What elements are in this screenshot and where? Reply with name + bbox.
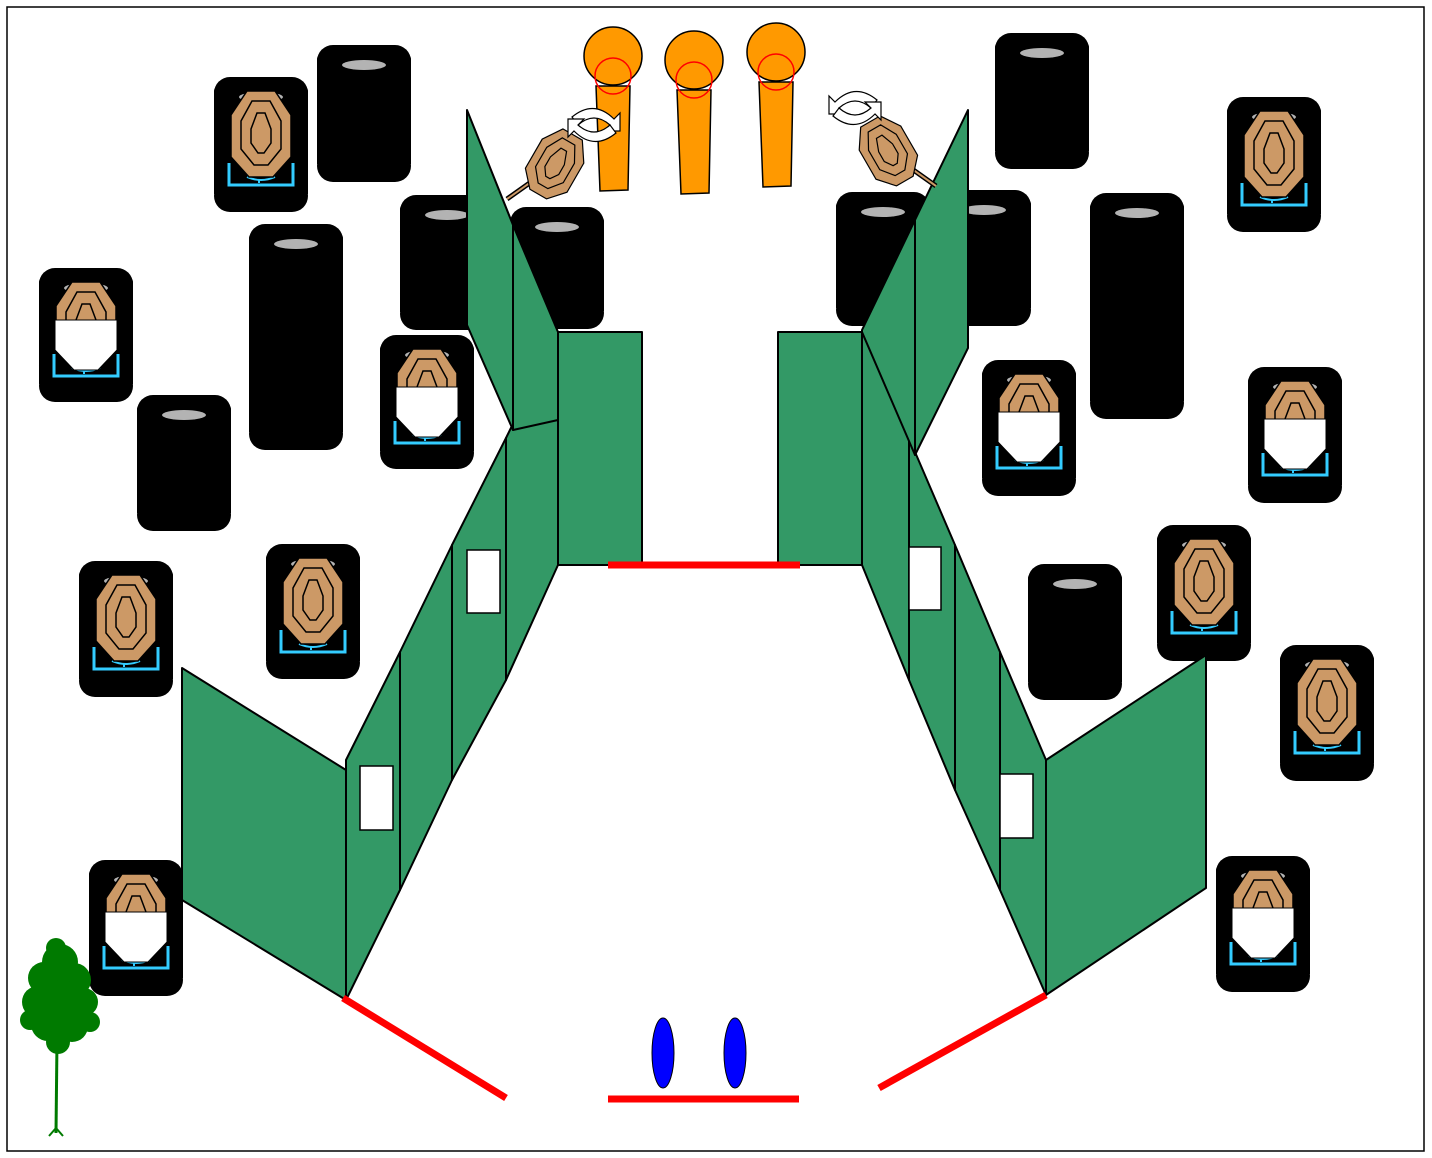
wall-right-outer: [1045, 654, 1207, 996]
tire-stack-icon: [1028, 564, 1122, 700]
paper-target-icon: [92, 574, 160, 671]
tire-stack-icon: [137, 395, 231, 531]
wall-left-back-2: [512, 224, 559, 431]
no-shoot-target: [102, 873, 170, 970]
target-stand: [393, 421, 461, 445]
no-shoot-target: [393, 348, 461, 445]
wall-right-back-2: [861, 219, 916, 456]
wall-left-outer: [181, 667, 347, 1001]
start-position-icon: [723, 1017, 747, 1089]
port-window: [466, 549, 501, 614]
wall-right-back-1: [914, 109, 969, 456]
no-shoot-icon: [104, 911, 168, 963]
stage-props: [20, 22, 1048, 1137]
target-stand: [1170, 611, 1238, 635]
no-shoot-icon: [395, 386, 459, 438]
port-window: [999, 773, 1034, 839]
target-stand: [1293, 731, 1361, 755]
paper-target-icon: [279, 557, 347, 654]
paper-target: [230, 90, 292, 178]
no-shoot-target: [1261, 380, 1329, 477]
swinger-target: [505, 107, 621, 207]
no-shoot-icon: [1231, 907, 1295, 959]
tree-icon: [20, 938, 100, 1137]
wall-right-3: [908, 437, 956, 791]
paper-target: [282, 557, 344, 645]
wall-left-2: [399, 544, 453, 891]
no-shoot-target: [1229, 869, 1297, 966]
target-stand: [995, 446, 1063, 470]
fault-line: [341, 995, 508, 1101]
paper-target: [1296, 658, 1358, 746]
swinger-arrow-icon: [828, 90, 882, 126]
tire-stack-icon: [510, 207, 604, 329]
frame-border: [6, 6, 1425, 1152]
target-stand: [1229, 942, 1297, 966]
swinger-target: [828, 90, 938, 194]
paper-target: [95, 574, 157, 662]
paper-target: [1243, 110, 1305, 198]
paper-targets: [52, 90, 1361, 970]
popper-icon: [746, 22, 806, 188]
target-stand: [227, 163, 295, 187]
target-stand: [279, 630, 347, 654]
port-window: [359, 765, 394, 831]
no-shoot-icon: [1263, 418, 1327, 470]
popper-icon: [664, 30, 724, 195]
target-stand: [102, 946, 170, 970]
tire-stack-icon: [995, 33, 1089, 169]
target-stand: [1240, 183, 1308, 207]
tire-stack-icon: [1090, 193, 1184, 419]
swinger-arrow-icon: [567, 107, 621, 143]
target-stand: [1261, 453, 1329, 477]
tire-stack-icon: [249, 224, 343, 450]
paper-target-icon: [1240, 110, 1308, 207]
paper-target-icon: [1293, 658, 1361, 755]
target-stand: [52, 354, 120, 378]
paper-target: [1173, 538, 1235, 626]
target-stand: [92, 647, 160, 671]
tire-stack-icon: [317, 45, 411, 182]
start-position-icon: [651, 1017, 675, 1089]
paper-target-icon: [1170, 538, 1238, 635]
no-shoot-target: [52, 281, 120, 378]
no-shoot-icon: [997, 411, 1061, 463]
walls: [181, 109, 1207, 1001]
no-shoot-target: [995, 373, 1063, 470]
wall-left-front: [557, 331, 643, 566]
paper-target-icon: [227, 90, 295, 187]
wall-right-2: [954, 544, 1001, 891]
no-shoot-icon: [54, 319, 118, 371]
port-window: [908, 546, 942, 611]
fault-line: [877, 991, 1048, 1092]
wall-right-front: [777, 331, 863, 566]
